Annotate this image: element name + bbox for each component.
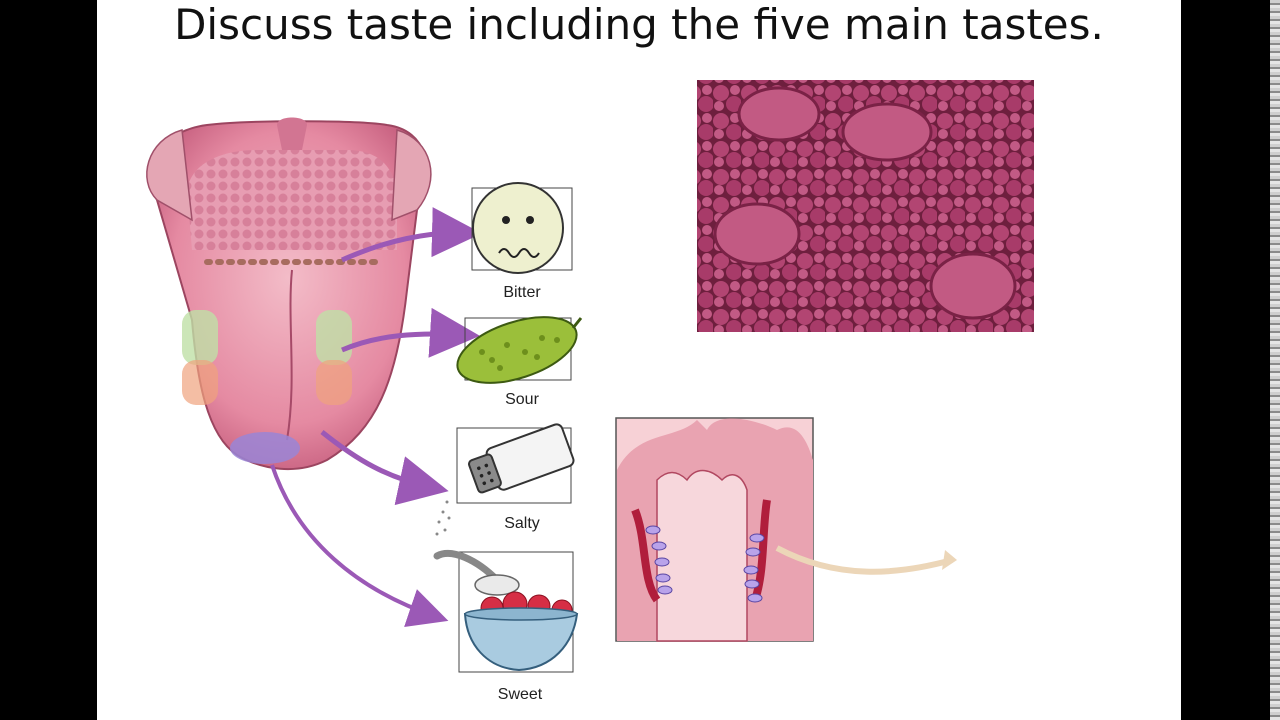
- salt-shaker-icon: [435, 423, 575, 536]
- sweet-bowl-icon: [433, 550, 579, 673]
- arrow-sour: [341, 307, 480, 358]
- slide-title: Discuss taste including the five main ta…: [174, 0, 1104, 49]
- tongue-illustration: [146, 117, 432, 471]
- zoom-arrow: [775, 545, 953, 575]
- taste-bud-cross-section: [615, 417, 814, 642]
- arrow-bitter: [340, 207, 482, 263]
- right-edge-strip: [1270, 0, 1280, 720]
- sour-pickle-icon: [456, 316, 583, 384]
- label-salty: Salty: [504, 515, 540, 532]
- arrow-sweet: [270, 464, 449, 627]
- label-sour: Sour: [505, 391, 539, 408]
- label-sweet: Sweet: [497, 686, 543, 703]
- bitter-face-icon: [471, 182, 573, 274]
- slide: Discuss taste including the five main ta…: [97, 0, 1181, 720]
- arrow-salty: [320, 430, 449, 506]
- slide-artwork: [146, 80, 1034, 673]
- zoom-arrow-head: [942, 550, 957, 570]
- label-bitter: Bitter: [503, 284, 541, 301]
- papillae-micrograph: [697, 80, 1034, 332]
